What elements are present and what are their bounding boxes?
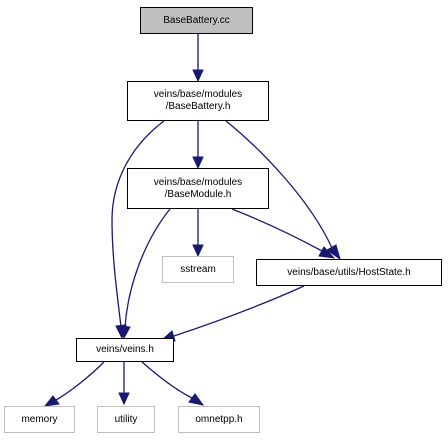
- node-label-line: /BaseBattery.h: [165, 101, 231, 112]
- node-hoststate-h[interactable]: veins/base/utils/HostState.h: [256, 259, 442, 286]
- edge-hoststate-h-to-veins-h: [160, 285, 305, 342]
- node-label-line: omnetpp.h: [195, 413, 243, 425]
- edge-basebattery-cc-to-basebattery-h: [192, 34, 204, 83]
- node-label-line: memory: [21, 413, 58, 425]
- node-label-line: sstream: [180, 263, 216, 275]
- edge-veins-h-to-memory: [43, 361, 105, 407]
- node-veins-h[interactable]: veins/veins.h: [76, 338, 174, 362]
- node-basebattery-cc[interactable]: BaseBattery.cc: [140, 7, 253, 34]
- node-basebattery-h[interactable]: veins/base/modules /BaseBattery.h: [127, 81, 269, 121]
- edge-basebattery-h-to-basemodule-h: [192, 121, 204, 170]
- node-basemodule-h[interactable]: veins/base/modules /BaseModule.h: [127, 168, 269, 209]
- node-label-line: veins/veins.h: [96, 344, 154, 355]
- node-label-line: veins/base/modules: [153, 89, 243, 100]
- node-label-line: veins/base/modules: [153, 176, 243, 188]
- edge-basemodule-h-to-veins-h: [119, 208, 171, 340]
- node-label-line: /BaseModule.h: [164, 188, 232, 200]
- node-omnetpp-h: omnetpp.h: [178, 406, 260, 433]
- edge-basebattery-h-to-hoststate-h: [225, 120, 341, 261]
- edge-veins-h-to-omnetpp-h: [141, 361, 205, 406]
- edge-veins-h-to-utility: [118, 362, 130, 406]
- edge-basemodule-h-to-hoststate-h: [231, 208, 336, 259]
- node-label-line: BaseBattery.cc: [163, 14, 230, 26]
- node-sstream: sstream: [162, 256, 234, 283]
- node-utility: utility: [97, 406, 155, 433]
- node-label-line: veins/base/utils/HostState.h: [287, 266, 411, 278]
- node-memory: memory: [4, 406, 75, 433]
- edge-basemodule-h-to-sstream: [192, 209, 204, 258]
- node-label-line: utility: [114, 413, 138, 425]
